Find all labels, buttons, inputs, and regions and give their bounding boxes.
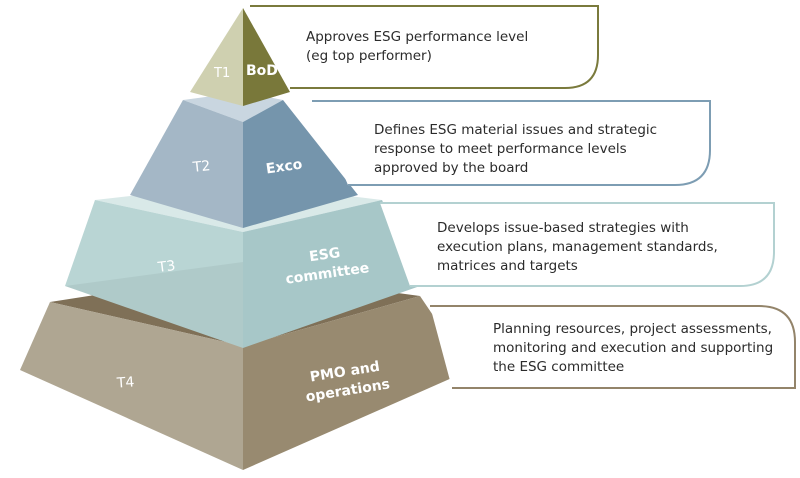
tier-t3 — [65, 183, 775, 348]
tier-t3-shadow — [65, 262, 243, 348]
tier-t1-description: Approves ESG performance level (eg top p… — [306, 29, 529, 64]
tier-t3-code: T3 — [157, 257, 177, 277]
tier-t1 — [190, 5, 599, 106]
tier-t4-left-face — [20, 302, 243, 470]
tier-t1-left-face — [190, 8, 243, 106]
tier-t3-left-face — [65, 200, 243, 348]
tier-t4-code: T4 — [116, 374, 135, 392]
tier-t3-description: Develops issue-based strategies with exe… — [437, 220, 718, 274]
tier-t1-code: T1 — [214, 66, 231, 81]
tier-t2-left-face — [130, 100, 243, 228]
tier-t2-description: Defines ESG material issues and strategi… — [374, 122, 658, 176]
tier-t2-right-face — [243, 100, 358, 228]
tier-t2-callout — [312, 100, 711, 186]
tier-t1-right-face — [243, 8, 290, 106]
tier-t3-callout — [380, 202, 775, 287]
tier-t1-callout — [250, 5, 599, 89]
tier-t2-code: T2 — [192, 158, 212, 176]
tier-t4-callout — [430, 305, 796, 389]
tier-t1-body: BoD — [246, 63, 278, 79]
tier-t3-right-face — [243, 200, 420, 348]
tier-t2 — [130, 92, 711, 228]
tier-t4-description: Planning resources, project assessments,… — [493, 321, 774, 375]
tier-t4-right-face — [243, 296, 470, 470]
